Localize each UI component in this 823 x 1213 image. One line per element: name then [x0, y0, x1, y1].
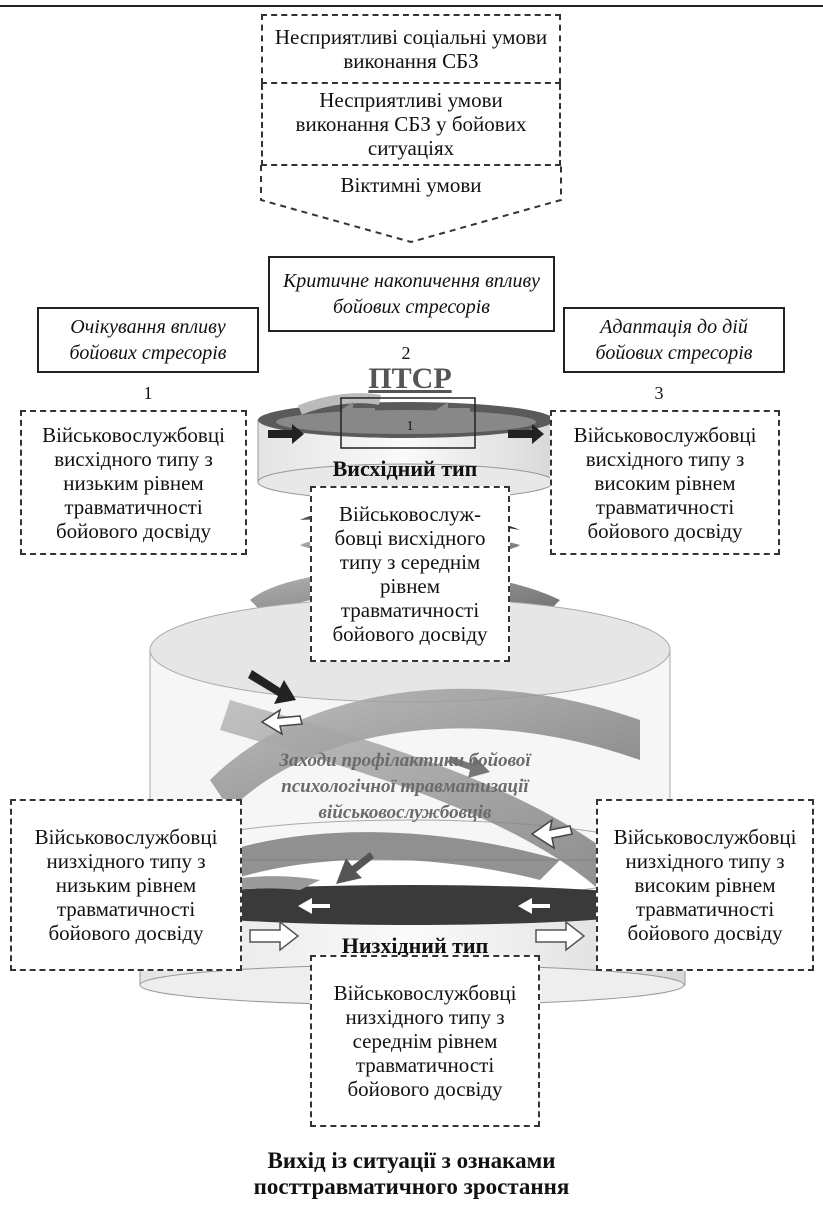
- ascending-mid-box: Військовослуж-бовці висхідного типу з се…: [310, 486, 510, 662]
- social-conditions-text: Несприятливі соціальні умови виконання С…: [274, 25, 548, 73]
- ascending-high-text: Військовослужбовці висхідного типу з вис…: [573, 422, 757, 543]
- ascending-type-title: Висхідний тип: [332, 456, 478, 481]
- stage-2-box: Критичне накопичення впливу бойових стре…: [268, 256, 555, 332]
- descending-type-title: Низхідний тип: [341, 933, 489, 958]
- post-traumatic-growth-title: Вихід із ситуації з ознаками посттравмат…: [253, 1148, 570, 1199]
- descending-low-box: Військовослужбовці низхідного типу з низ…: [10, 799, 242, 971]
- stage-2-label: Критичне накопичення впливу бойових стре…: [282, 270, 541, 318]
- descending-mid-text: Військовослужбовці низхідного типу з сер…: [333, 981, 517, 1101]
- top-rule: [0, 5, 823, 7]
- descending-mid-box: Військовослужбовці низхідного типу з сер…: [310, 955, 540, 1127]
- stage-2-number: 2: [401, 343, 411, 363]
- ascending-high-box: Військовослужбовці висхідного типу з вис…: [550, 410, 780, 555]
- victim-arrow-shape: [260, 165, 562, 244]
- prevention-measures-text: Заходи профілактики бойової психологічно…: [279, 750, 531, 823]
- stage-3-box: Адаптація до дій бойових стресорів: [563, 307, 785, 373]
- ascending-low-box: Військовослужбовці висхідного типу з низ…: [20, 410, 247, 555]
- stage-1-label: Очікування впливу бойових стресорів: [69, 316, 227, 364]
- descending-high-box: Військовослужбовці низхідного типу з вис…: [596, 799, 814, 971]
- crossing-ribbons: [160, 688, 640, 900]
- stage-3-number: 3: [654, 383, 664, 403]
- stage-1-number: 1: [143, 383, 153, 403]
- ptsd-label: ПТСР: [368, 362, 452, 395]
- combat-conditions-text: Несприятливі умови виконання СБЗ у бойов…: [295, 88, 527, 160]
- stage-3-label: Адаптація до дій бойових стресорів: [595, 316, 753, 364]
- arrows: [248, 397, 586, 952]
- combat-conditions-box: Несприятливі умови виконання СБЗ у бойов…: [261, 84, 561, 166]
- descending-low-text: Військовослужбовці низхідного типу з низ…: [34, 825, 218, 945]
- top-cylinder: [257, 393, 555, 501]
- stage-1-box: Очікування впливу бойових стресорів: [37, 307, 259, 373]
- victim-conditions-label: Віктимні умови: [340, 173, 482, 197]
- social-conditions-box: Несприятливі соціальні умови виконання С…: [261, 14, 561, 84]
- descending-high-text: Військовослужбовці низхідного типу з вис…: [613, 825, 797, 945]
- inner-number: 1: [406, 419, 414, 434]
- ascending-low-text: Військовослужбовці висхідного типу з низ…: [42, 422, 225, 543]
- ascending-mid-text: Військовослуж-бовці висхідного типу з се…: [332, 502, 488, 646]
